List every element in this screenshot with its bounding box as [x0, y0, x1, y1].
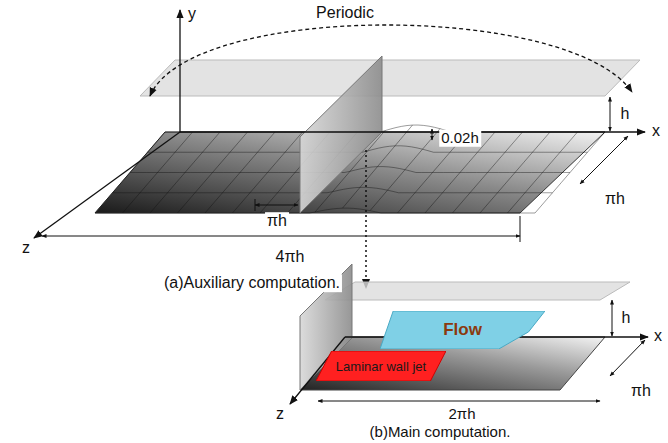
mesh-line [233, 132, 303, 213]
mesh-line [95, 208, 535, 213]
dimension-label: h [620, 309, 633, 327]
mesh-line [480, 132, 550, 213]
length-dimension [42, 236, 520, 237]
x-axis [180, 131, 645, 132]
fence-wall [300, 56, 382, 213]
height-dimension [610, 97, 611, 131]
transfer-arrow [365, 150, 367, 288]
y-axis [179, 10, 180, 132]
region-label: Flow [443, 320, 482, 340]
bump-dimension [432, 129, 433, 140]
region-label: Laminar wall jet [336, 359, 426, 374]
flow-region: Flow [380, 311, 545, 349]
mesh-line [205, 132, 275, 213]
caption: (b)Main computation. [368, 424, 513, 441]
periodic-arrow [150, 25, 632, 96]
extension-line [255, 199, 256, 211]
dimension-label: h [619, 105, 632, 123]
boundary-label: Periodic [314, 4, 376, 22]
z-axis [34, 132, 180, 238]
dimension-label: πh [629, 382, 653, 400]
length-dimension [318, 401, 600, 402]
axis-label: z [20, 239, 32, 257]
mesh-line [150, 132, 220, 213]
mesh-line [95, 132, 165, 213]
extension-line [520, 216, 521, 242]
mesh-line [508, 132, 578, 213]
wall-jet-region: Laminar wall jet [316, 351, 446, 381]
dimension-label: 0.02h [439, 130, 481, 147]
axis-label: x [650, 122, 662, 140]
dimension-label: πh [265, 212, 289, 230]
dimension-label: πh [603, 190, 627, 208]
region-shape [380, 311, 545, 349]
mesh-line [123, 132, 193, 213]
dimension-label: 2πh [446, 406, 477, 423]
axis-label: y [186, 5, 198, 23]
region-shape [316, 351, 446, 381]
caption: (a)Auxiliary computation. [162, 274, 342, 292]
depth-dimension [580, 136, 628, 184]
axis-label: x [652, 327, 664, 345]
depth-dimension [610, 340, 645, 376]
mesh-line [178, 132, 248, 213]
top-plane [325, 282, 630, 300]
height-dimension [612, 300, 613, 336]
mesh-line [370, 129, 440, 211]
dimension-label: 4πh [274, 248, 307, 266]
axis-label: z [274, 405, 286, 423]
top-plane [140, 60, 640, 96]
wall-distance-dimension [255, 205, 298, 206]
mesh-line [535, 132, 605, 213]
